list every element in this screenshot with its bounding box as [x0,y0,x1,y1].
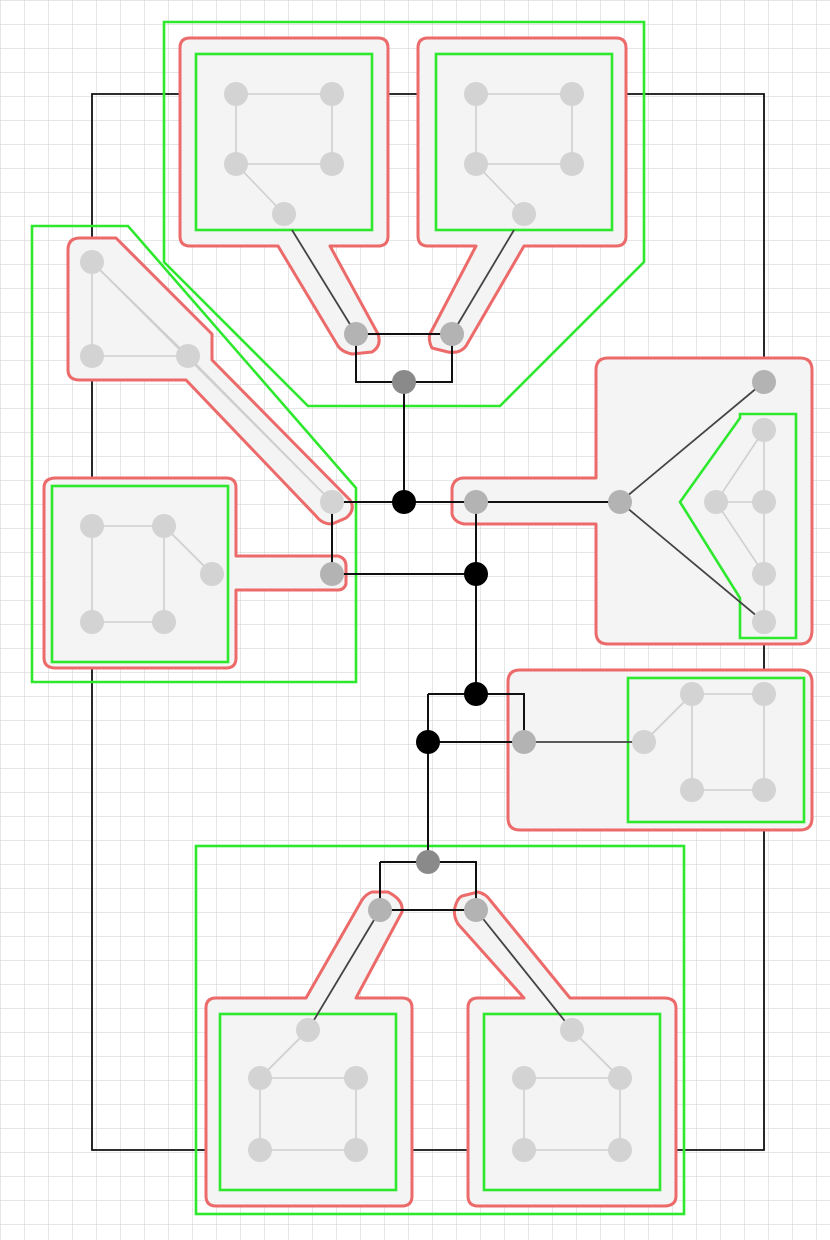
leaf-node [80,344,104,368]
leaf-node [752,490,776,514]
subgroup-rl [626,676,806,824]
subgroup-tl [194,52,374,232]
junctions [392,490,488,754]
hull-right-star [450,356,814,646]
leaf-node [680,778,704,802]
leaf-node [560,1018,584,1042]
leaf-node [752,778,776,802]
leaf-nodes [80,82,776,1162]
hub-node [416,850,440,874]
subgroup-tr [434,52,614,232]
port-nodes [320,322,776,922]
boundary-bottom [194,844,686,1216]
leaf-node [248,1066,272,1090]
faint-edge-star [715,429,765,622]
hull-bottom-left [204,890,414,1208]
leaf-node [320,152,344,176]
boundary-left [30,224,358,684]
leaf-node [320,82,344,106]
leaf-node [80,514,104,538]
leaf-node [608,1138,632,1162]
wire-top-bracket [355,333,453,383]
port-node [344,322,368,346]
edge-br-port [475,909,573,1031]
hull-top-left [178,36,390,356]
leaf-node [632,730,656,754]
port-node [608,490,632,514]
port-node [464,490,488,514]
leaf-node [248,1138,272,1162]
hub-nodes [392,370,440,874]
cluster-hulls [42,36,814,1208]
leaf-node [512,1138,536,1162]
leaf-node [80,250,104,274]
leaf-node [224,152,248,176]
leaf-node [200,562,224,586]
leaf-node [344,1138,368,1162]
subgroup-star [678,412,798,640]
subgroup-br [482,1012,662,1192]
subgroup-lm [50,484,230,664]
edge-star-top [619,381,765,503]
leaf-node [680,682,704,706]
leaf-node [752,562,776,586]
edge-tr-port [451,229,515,335]
leaf-node [752,610,776,634]
subgroup-bl [218,1012,398,1192]
leaf-node [512,1066,536,1090]
leaf-node [344,1066,368,1090]
edge-star-bottom [619,501,765,623]
leaf-node [560,152,584,176]
port-node [440,322,464,346]
leaf-node [464,152,488,176]
leaf-node [608,1066,632,1090]
port-node [464,898,488,922]
edge-tl-port [291,229,357,335]
port-node [320,562,344,586]
junction [392,490,416,514]
leaf-node [152,514,176,538]
leaf-node [176,344,200,368]
junction [416,730,440,754]
junction [464,562,488,586]
leaf-node [152,610,176,634]
leaf-node [560,82,584,106]
edge-bl-port [307,909,381,1031]
boundary-top [162,20,646,408]
hull-top-right [416,36,628,354]
leaf-node [464,82,488,106]
port-node [752,370,776,394]
group-boundaries [30,20,806,1216]
wires [331,333,620,911]
leaf-node [704,490,728,514]
port-node [368,898,392,922]
leaf-node [272,202,296,226]
leaf-node [320,490,344,514]
leaf-node [296,1018,320,1042]
junction [464,682,488,706]
leaf-node [752,682,776,706]
inner-edges [291,229,765,1031]
leaf-node [80,610,104,634]
port-node [512,730,536,754]
hub-node [392,370,416,394]
leaf-node [512,202,536,226]
leaf-node [752,418,776,442]
leaf-node [224,82,248,106]
